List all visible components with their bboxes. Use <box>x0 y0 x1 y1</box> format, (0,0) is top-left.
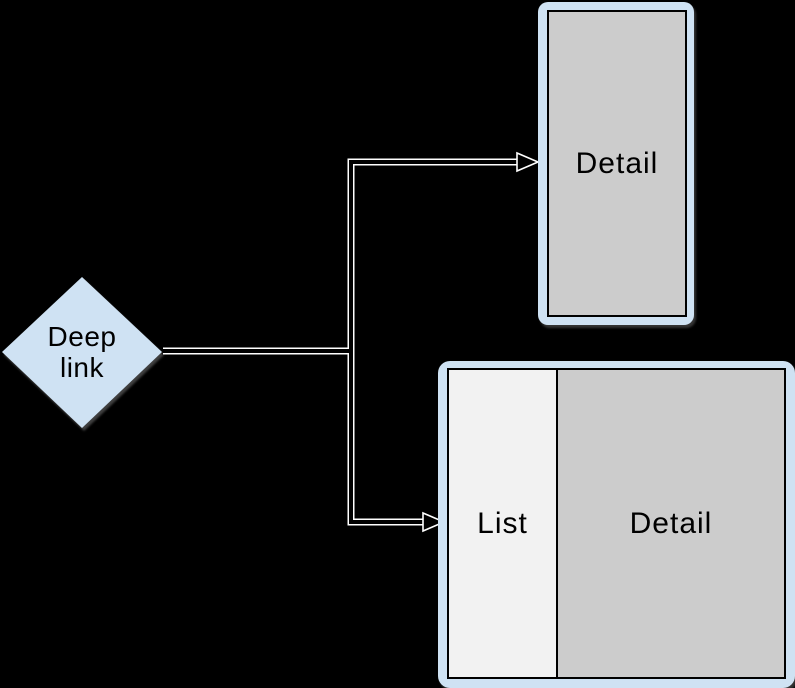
detail-pane: Detail <box>558 370 784 677</box>
arrow-to-split-view-core <box>163 349 425 524</box>
deep-link-label: Deep link <box>22 321 142 383</box>
deep-link-diamond <box>2 277 162 428</box>
phone-frame: Detail <box>538 2 694 325</box>
deep-link-label-line2: link <box>59 352 104 383</box>
arrow-to-phone-detail <box>163 158 519 355</box>
split-view-screen: List Detail <box>447 368 786 679</box>
deep-link-label-line1: Deep <box>47 321 117 352</box>
phone-detail-label: Detail <box>575 146 659 180</box>
tablet-frame: List Detail <box>438 361 795 688</box>
arrowhead-split-icon <box>422 511 447 533</box>
list-pane-label: List <box>477 506 528 540</box>
detail-pane-label: Detail <box>629 506 713 540</box>
phone-detail-screen: Detail <box>547 10 687 317</box>
arrow-to-split-view <box>163 347 425 526</box>
arrowhead-phone-icon <box>516 151 541 173</box>
list-pane: List <box>449 370 558 677</box>
arrow-to-phone-detail-core <box>163 160 519 353</box>
